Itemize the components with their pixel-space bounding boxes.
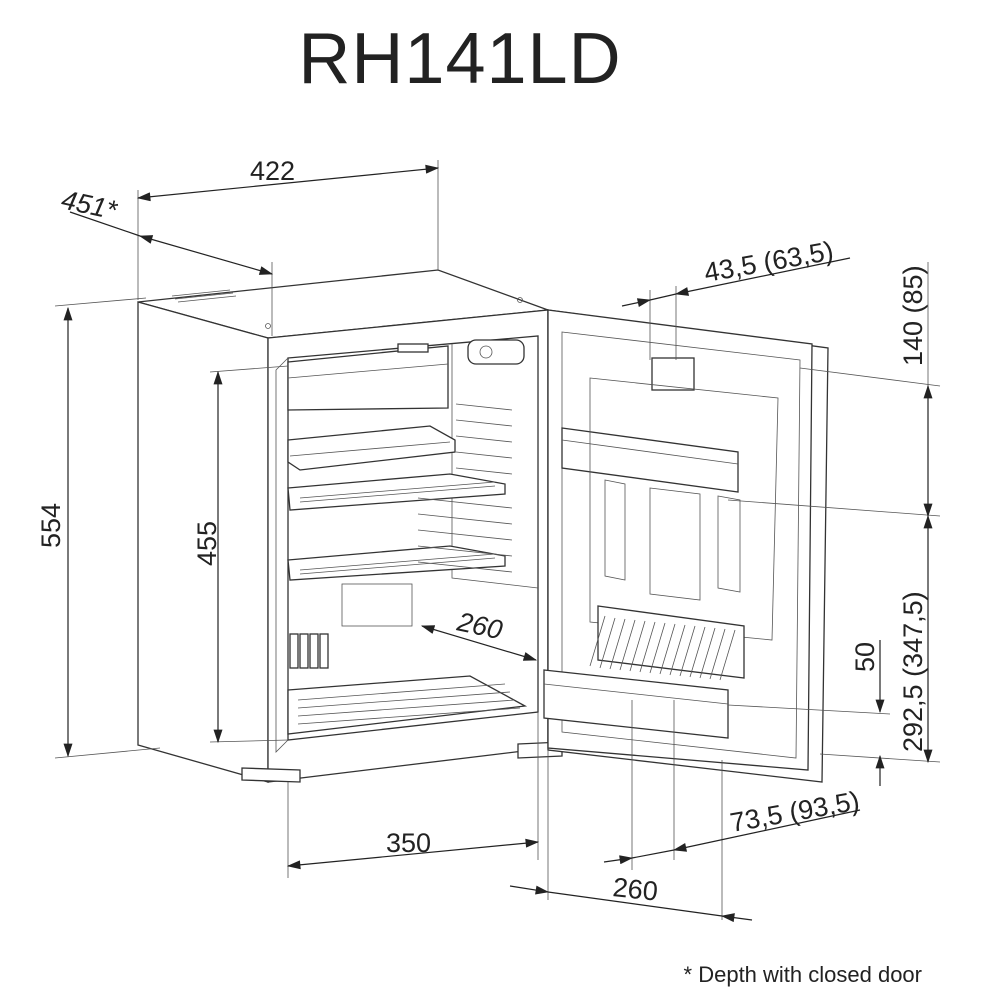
model-title: RH141LD [298,19,622,99]
dim-door-offset: 43,5 (63,5) [702,236,836,288]
dim-door-bottom: 50 [850,642,880,672]
dimension-lines [54,160,941,923]
dim-door-top: 140 (85) [898,265,928,366]
dim-door-depth: 73,5 (93,5) [728,786,862,838]
dim-height-total: 554 [36,503,66,548]
dim-door-mid: 292,5 (347,5) [898,591,928,752]
fridge-door [543,309,829,783]
dim-door-clearance: 260 [611,872,659,907]
dim-width-top: 422 [250,156,295,186]
footnote: * Depth with closed door [683,962,922,987]
dim-depth-closed: 451* [59,185,121,226]
dim-interior-width: 350 [386,828,431,858]
cabinet-interior [275,335,539,753]
dim-height-interior: 455 [192,521,222,566]
